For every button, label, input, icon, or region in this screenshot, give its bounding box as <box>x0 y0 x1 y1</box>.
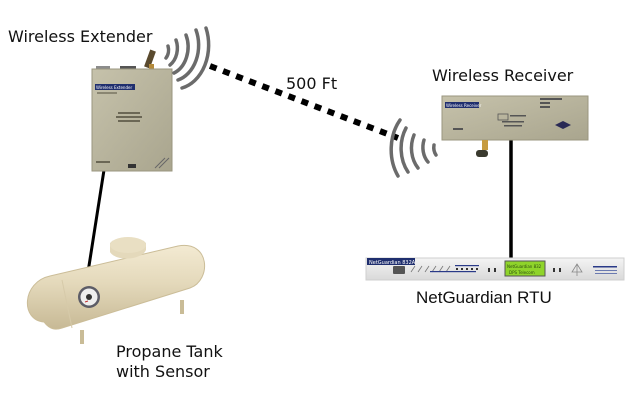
svg-text:NetGuardian 832: NetGuardian 832 <box>507 264 542 269</box>
extender-badge <box>95 84 135 90</box>
svg-text:NetGuardian 832A: NetGuardian 832A <box>369 260 416 266</box>
wireless-link <box>208 63 400 141</box>
receiver-signal-waves-icon <box>389 118 438 178</box>
wireless-receiver-label: Wireless Receiver <box>432 66 574 85</box>
receiver-badge <box>445 102 479 108</box>
svg-text:Wireless Extender: Wireless Extender <box>96 85 132 90</box>
svg-text:Wireless Receiver: Wireless Receiver <box>446 103 482 108</box>
wireless-extender-label: Wireless Extender <box>8 27 153 46</box>
tank-to-extender-cable <box>84 169 106 286</box>
wireless-receiver-device: Wireless Receiver <box>441 95 589 157</box>
propane-tank-image <box>27 237 205 344</box>
wireless-extender-device: Wireless Extender <box>91 49 173 172</box>
svg-text:DPS Telecom: DPS Telecom <box>509 270 535 275</box>
netguardian-rtu-device: NetGuardian 832A NetGuardian 832 DPS Tel… <box>365 257 625 281</box>
rtu-lcd-display <box>504 260 546 277</box>
tank-sensor-gauge-icon <box>78 286 100 308</box>
netguardian-rtu-label: NetGuardian RTU <box>416 288 552 307</box>
rtu-badge <box>367 258 415 265</box>
propane-tank-label-line2: with Sensor <box>116 362 210 381</box>
extender-antenna <box>144 49 156 72</box>
distance-label: 500 Ft <box>286 74 338 93</box>
extender-signal-waves-icon <box>164 26 211 90</box>
dps-logo-icon <box>571 263 583 276</box>
receiver-antenna <box>476 140 488 157</box>
propane-tank-label: Propane Tank with Sensor <box>116 342 223 382</box>
propane-tank-label-line1: Propane Tank <box>116 342 223 361</box>
